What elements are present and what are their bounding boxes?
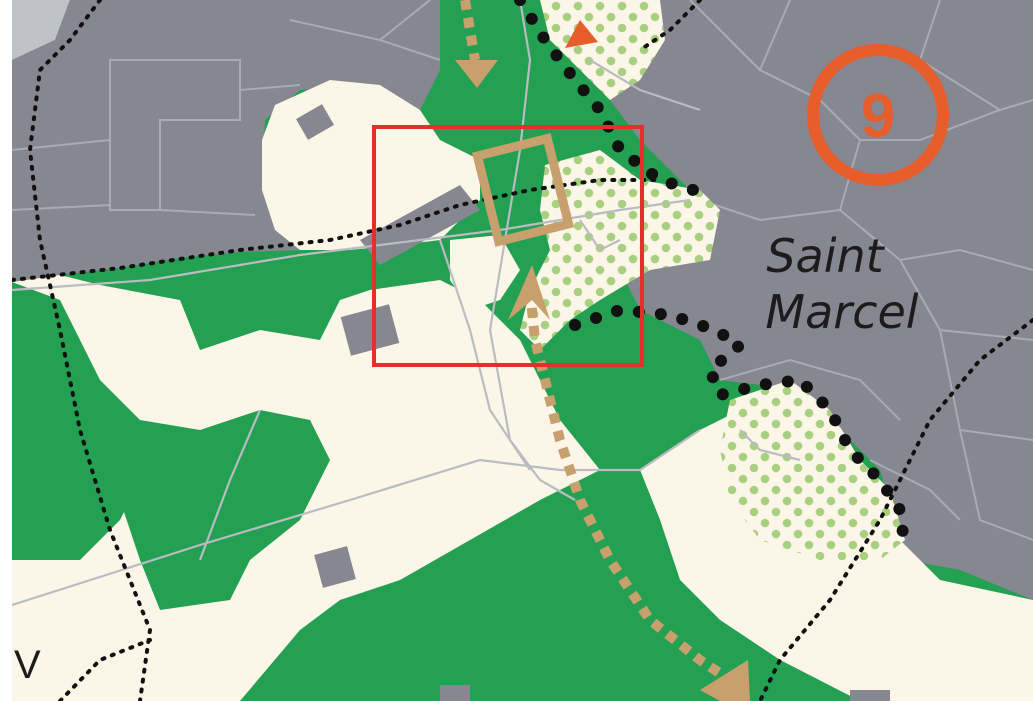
forest-patch-southwest bbox=[12, 282, 330, 610]
place-label-marcel: Marcel bbox=[765, 285, 918, 339]
zone-number-text: 9 bbox=[861, 82, 895, 151]
orchard-area-center bbox=[520, 150, 720, 350]
urban-area-northwest bbox=[12, 0, 440, 282]
admin-boundaries bbox=[12, 0, 1033, 701]
building-blocks bbox=[296, 104, 890, 701]
trail-arrow-icon-up bbox=[508, 265, 550, 320]
viewpoint-marker bbox=[471, 133, 575, 247]
highlight-frame[interactable] bbox=[372, 125, 644, 367]
forest-band-south bbox=[240, 470, 860, 701]
place-label-saint: Saint bbox=[766, 229, 885, 283]
orchard-area-north bbox=[540, 0, 665, 100]
water-corner bbox=[12, 0, 70, 60]
open-land-bottom-left bbox=[12, 580, 150, 701]
urban-limit-line bbox=[514, 0, 911, 556]
zone-number-badge-icon: 9 bbox=[807, 44, 949, 186]
hiking-trail bbox=[460, 0, 733, 685]
left-margin bbox=[0, 0, 14, 701]
street-lines-west bbox=[12, 0, 441, 216]
label-fragment: V bbox=[14, 643, 41, 687]
orchard-area-southeast bbox=[720, 380, 905, 560]
trail-arrow-icon-down bbox=[700, 660, 750, 701]
roads bbox=[12, 0, 801, 607]
start-triangle-icon bbox=[565, 20, 598, 48]
urban-area-saint-marcel bbox=[580, 0, 1033, 600]
trail-arrow-icon bbox=[455, 60, 498, 88]
